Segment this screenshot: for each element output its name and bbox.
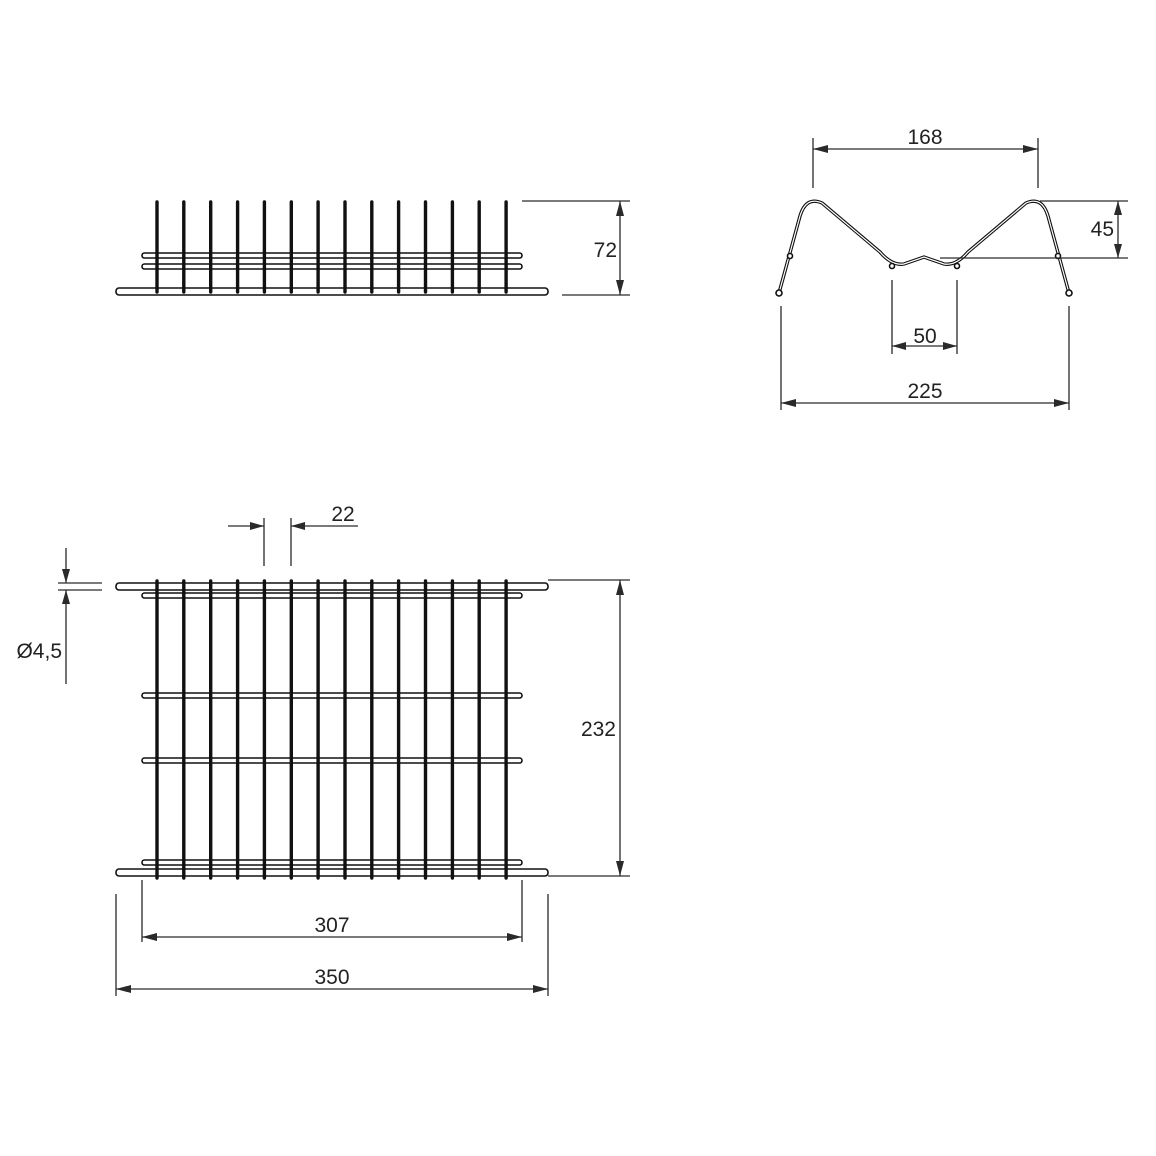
plan-top-outer-rail <box>115 582 549 591</box>
diameter-label: Ø4,5 <box>16 640 62 663</box>
profile-total-width-label: 225 <box>907 380 942 403</box>
inner-width-label: 307 <box>314 914 349 937</box>
spacing-arrow-right <box>291 522 305 530</box>
side-height-arrow-bottom <box>616 280 624 295</box>
side-lower-rail <box>141 263 523 270</box>
profile-center-arrow-left <box>892 342 906 350</box>
profile-joint-right-inner <box>953 262 961 270</box>
plan-vertical-wires <box>155 579 508 880</box>
profile-depth-arrow-bottom <box>1114 244 1122 258</box>
side-vertical-wires <box>155 200 508 294</box>
profile-depth-label: 45 <box>1091 218 1114 241</box>
spacing-arrow-left <box>250 522 264 530</box>
profile-total-arrow-right <box>1054 399 1069 407</box>
plan-bottom-outer-rail <box>115 868 549 877</box>
profile-top-arrow-left <box>813 145 828 153</box>
total-width-arrow-left <box>116 985 131 993</box>
spacing-label: 22 <box>331 503 354 526</box>
profile-joint-left-outer <box>786 252 794 260</box>
inner-width-arrow-left <box>142 933 157 941</box>
total-width-arrow-right <box>533 985 548 993</box>
side-view: 72 <box>115 200 630 296</box>
profile-depth-arrow-top <box>1114 201 1122 215</box>
diameter-arrow-top <box>62 569 70 583</box>
profile-wire-inner <box>778 200 1070 294</box>
plan-cross-rail-2 <box>141 757 523 764</box>
depth-arrow-bottom <box>616 861 624 876</box>
plan-bottom-inner-rail <box>141 859 523 866</box>
profile-end-right <box>1065 289 1073 297</box>
profile-top-arrow-right <box>1023 145 1038 153</box>
plan-cross-rail-1 <box>141 692 523 699</box>
profile-wire-outer <box>777 199 1071 295</box>
side-upper-rail <box>141 252 523 259</box>
profile-joint-left-inner <box>888 262 896 270</box>
side-height-arrow-top <box>616 201 624 216</box>
side-base-rail <box>115 287 549 296</box>
inner-width-arrow-right <box>507 933 522 941</box>
plan-view: 22 Ø4,5 232 307 350 <box>16 503 630 996</box>
diameter-arrow-bottom <box>62 590 70 604</box>
profile-center-width-label: 50 <box>913 325 936 348</box>
plan-top-inner-rail <box>141 592 523 599</box>
profile-view: 168 45 50 225 <box>775 126 1128 410</box>
depth-label: 232 <box>581 718 616 741</box>
profile-top-width-label: 168 <box>907 126 942 149</box>
profile-total-arrow-left <box>781 399 796 407</box>
profile-center-arrow-right <box>943 342 957 350</box>
depth-arrow-top <box>616 580 624 595</box>
profile-end-left <box>775 289 783 297</box>
total-width-label: 350 <box>314 966 349 989</box>
side-height-label: 72 <box>594 239 617 262</box>
